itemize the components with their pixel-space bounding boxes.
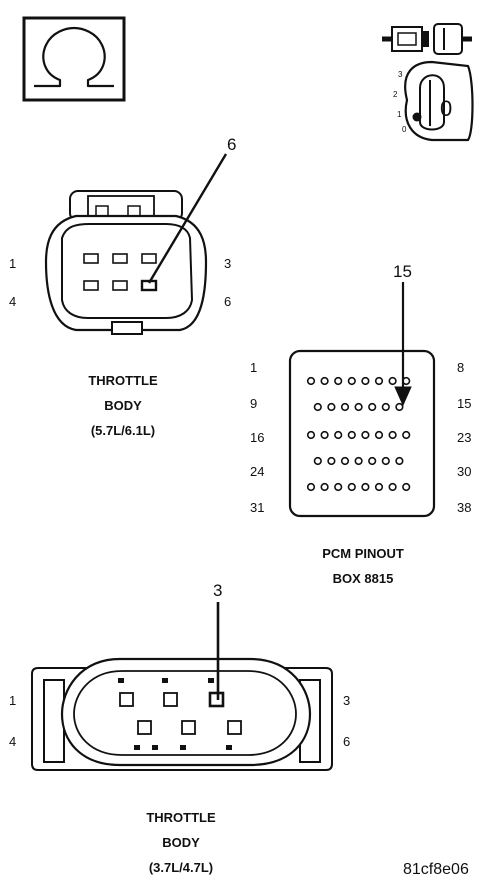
caption-line-2: BODY [162, 835, 200, 850]
pcm-pin [327, 402, 336, 412]
pcm-pin [320, 430, 329, 440]
pcm-pin [381, 456, 390, 466]
pcm-pin [354, 456, 363, 466]
pcm-pin [388, 482, 397, 492]
pcm-pin [313, 402, 322, 412]
ignition-position-3: 3 [398, 70, 403, 79]
pcm-pin [306, 376, 316, 386]
pin-label-6: 6 [343, 734, 351, 749]
pcm-pin [340, 402, 350, 412]
pcm-pin [361, 430, 370, 440]
pcm-row-left-24: 24 [250, 464, 265, 479]
pcm-pin [347, 482, 356, 492]
pcm-pin [361, 376, 370, 386]
pcm-row-left-1: 1 [250, 360, 258, 375]
pcm-row-right-15: 15 [457, 396, 472, 411]
pcm-pin [334, 430, 343, 440]
pin-label-3: 3 [224, 256, 232, 271]
caption-line-2: BOX 8815 [332, 571, 394, 586]
pcm-pin [334, 482, 343, 492]
pcm-row-right-8: 8 [457, 360, 465, 375]
caption-line-1: THROTTLE [146, 810, 216, 825]
caption-line-3: (3.7L/4.7L) [148, 860, 214, 875]
pin-label-6: 6 [224, 294, 232, 309]
pcm-pin [313, 456, 322, 466]
pin-label-4: 4 [9, 294, 17, 309]
pcm-pin [354, 402, 363, 412]
pin-label-1: 1 [9, 693, 17, 708]
pcm-row-left-9: 9 [250, 396, 258, 411]
pcm-pin [374, 482, 384, 492]
pcm-pin [361, 482, 370, 492]
pcm-pinout-connector [288, 282, 436, 518]
callout-pin-6: 6 [227, 135, 237, 154]
ignition-key-position: 0 [440, 96, 453, 121]
connector-disconnected-icon [382, 23, 472, 55]
caption-line-3: (5.7L/6.1L) [90, 423, 156, 438]
pcm-pin [402, 482, 411, 492]
pcm-row-right-23: 23 [457, 430, 472, 445]
pcm-row-right-38: 38 [457, 500, 472, 515]
caption-line-1: THROTTLE [88, 373, 158, 388]
pcm-pin [327, 456, 336, 466]
caption-line-1: PCM PINOUT [322, 546, 404, 561]
pin-label-4: 4 [9, 734, 17, 749]
ignition-position-1: 1 [397, 110, 402, 119]
pcm-row-left-16: 16 [250, 430, 265, 445]
pcm-pin [320, 482, 329, 492]
caption-pcm-pinout: PCM PINOUT BOX 8815 [283, 541, 443, 591]
pcm-pin [395, 456, 404, 466]
throttle-body-connector-57 [44, 153, 228, 335]
pcm-pin [320, 376, 329, 386]
pcm-pin [340, 456, 350, 466]
pcm-pin [388, 376, 397, 386]
ignition-position-0: 0 [402, 125, 407, 134]
pcm-pin [347, 430, 356, 440]
pcm-pin-grid [306, 376, 411, 492]
pcm-pin [334, 376, 343, 386]
throttle-body-connector-37 [31, 602, 333, 771]
caption-line-2: BODY [104, 398, 142, 413]
pin-label-3: 3 [343, 693, 351, 708]
pcm-pin [388, 430, 397, 440]
ignition-key-icon [404, 60, 474, 142]
pcm-pin [306, 430, 316, 440]
pcm-pin [381, 402, 390, 412]
caption-throttle-body-57: THROTTLE BODY (5.7L/6.1L) [43, 368, 203, 443]
caption-throttle-body-37: THROTTLE BODY (3.7L/4.7L) [101, 805, 261, 880]
callout-pin-3: 3 [213, 581, 223, 600]
pin-label-1: 1 [9, 256, 17, 271]
callout-pin-15: 15 [393, 262, 412, 281]
ohm-symbol-icon [22, 16, 126, 102]
ignition-position-2: 2 [393, 90, 398, 99]
pcm-pin [374, 376, 384, 386]
pcm-pin [374, 430, 384, 440]
pcm-pin [368, 402, 377, 412]
pcm-pin [347, 376, 356, 386]
pcm-row-right-30: 30 [457, 464, 472, 479]
figure-code: 81cf8e06 [403, 861, 469, 878]
pcm-row-left-31: 31 [250, 500, 265, 515]
pcm-pin [402, 430, 411, 440]
pcm-pin [306, 482, 316, 492]
pcm-pin [368, 456, 377, 466]
